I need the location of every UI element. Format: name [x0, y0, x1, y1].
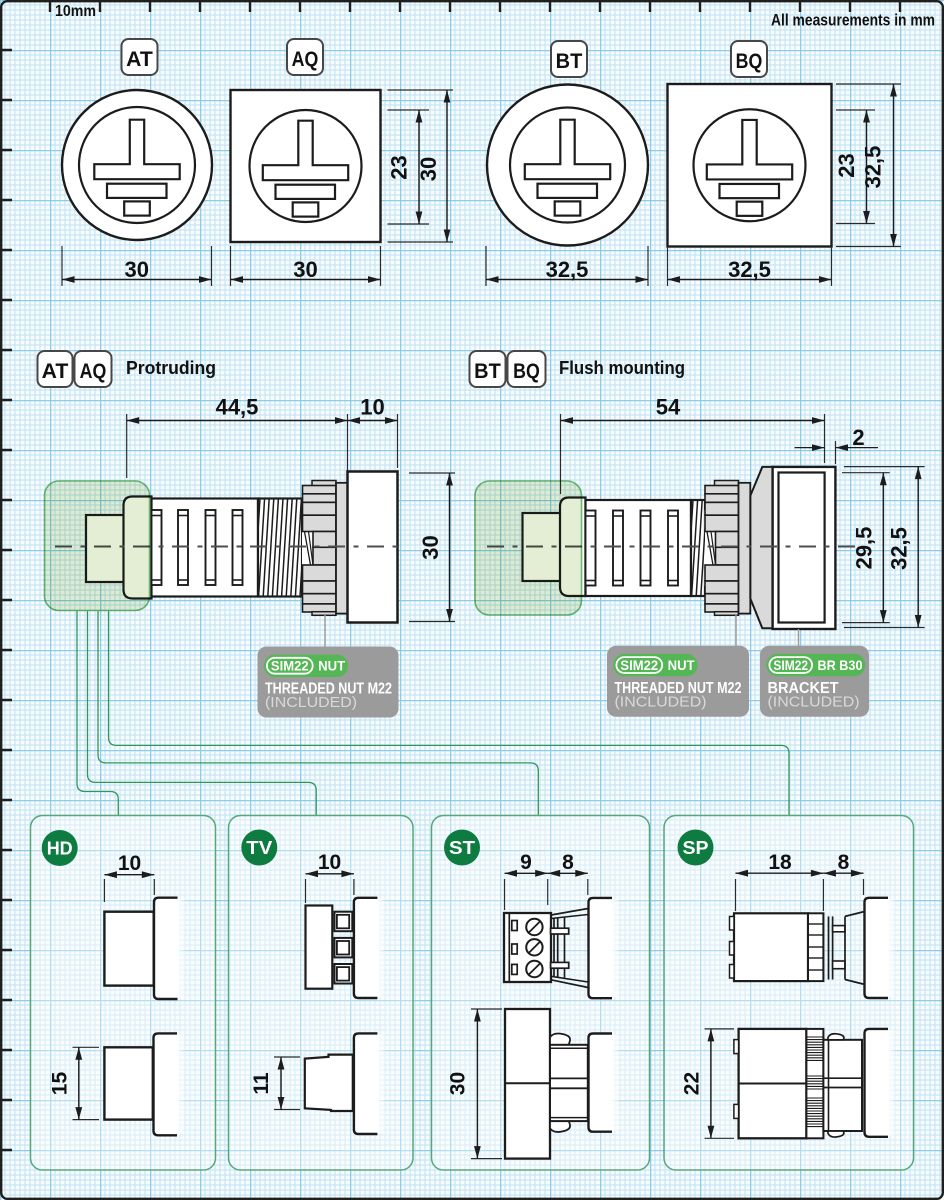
svg-text:Protruding: Protruding — [126, 358, 216, 378]
svg-text:30: 30 — [125, 257, 149, 282]
svg-text:BRACKET: BRACKET — [768, 680, 839, 697]
svg-text:30: 30 — [447, 1072, 470, 1095]
svg-text:SIM22: SIM22 — [620, 657, 658, 673]
svg-text:15: 15 — [49, 1072, 72, 1096]
svg-text:(INCLUDED): (INCLUDED) — [615, 694, 707, 710]
svg-text:THREADED NUT M22: THREADED NUT M22 — [615, 680, 742, 697]
svg-text:8: 8 — [562, 851, 574, 874]
svg-text:Flush mounting: Flush mounting — [559, 358, 685, 378]
svg-text:BQ: BQ — [513, 359, 540, 383]
svg-text:BT: BT — [474, 359, 501, 383]
svg-text:THREADED NUT M22: THREADED NUT M22 — [265, 681, 392, 698]
svg-text:(INCLUDED): (INCLUDED) — [265, 695, 357, 711]
svg-text:10mm: 10mm — [55, 3, 96, 20]
svg-text:SIM22: SIM22 — [271, 658, 309, 674]
svg-text:29,5: 29,5 — [852, 527, 877, 570]
svg-text:10: 10 — [318, 851, 341, 874]
svg-text:2: 2 — [852, 425, 864, 450]
svg-text:AT: AT — [42, 359, 69, 383]
svg-text:HD: HD — [47, 838, 73, 858]
svg-text:TV: TV — [246, 838, 272, 858]
svg-text:BR B30: BR B30 — [818, 657, 863, 673]
svg-text:ST: ST — [449, 838, 475, 858]
svg-text:BT: BT — [556, 49, 583, 73]
svg-text:32,5: 32,5 — [728, 257, 771, 282]
svg-text:10: 10 — [360, 395, 384, 420]
svg-text:44,5: 44,5 — [216, 395, 259, 420]
svg-text:AQ: AQ — [80, 359, 107, 383]
svg-text:30: 30 — [416, 157, 441, 181]
svg-text:(INCLUDED): (INCLUDED) — [768, 694, 860, 710]
svg-text:BQ: BQ — [736, 49, 763, 73]
svg-text:NUT: NUT — [668, 657, 695, 673]
svg-text:32,5: 32,5 — [887, 527, 912, 570]
svg-text:32,5: 32,5 — [861, 146, 886, 189]
svg-text:18: 18 — [768, 851, 792, 874]
svg-text:SIM22: SIM22 — [773, 657, 808, 673]
svg-text:11: 11 — [250, 1072, 273, 1095]
svg-text:10: 10 — [118, 852, 141, 875]
svg-text:54: 54 — [656, 395, 681, 420]
svg-text:23: 23 — [834, 153, 859, 177]
svg-text:All measurements in mm: All measurements in mm — [771, 11, 935, 30]
svg-text:30: 30 — [293, 257, 317, 282]
svg-text:30: 30 — [418, 535, 443, 559]
svg-text:23: 23 — [387, 155, 412, 179]
svg-text:8: 8 — [838, 851, 850, 874]
svg-text:SP: SP — [683, 838, 709, 858]
svg-text:AQ: AQ — [292, 47, 319, 71]
svg-text:32,5: 32,5 — [546, 257, 589, 282]
svg-text:NUT: NUT — [318, 658, 345, 674]
svg-text:22: 22 — [681, 1072, 704, 1095]
svg-text:AT: AT — [126, 47, 153, 71]
svg-text:9: 9 — [520, 851, 532, 874]
